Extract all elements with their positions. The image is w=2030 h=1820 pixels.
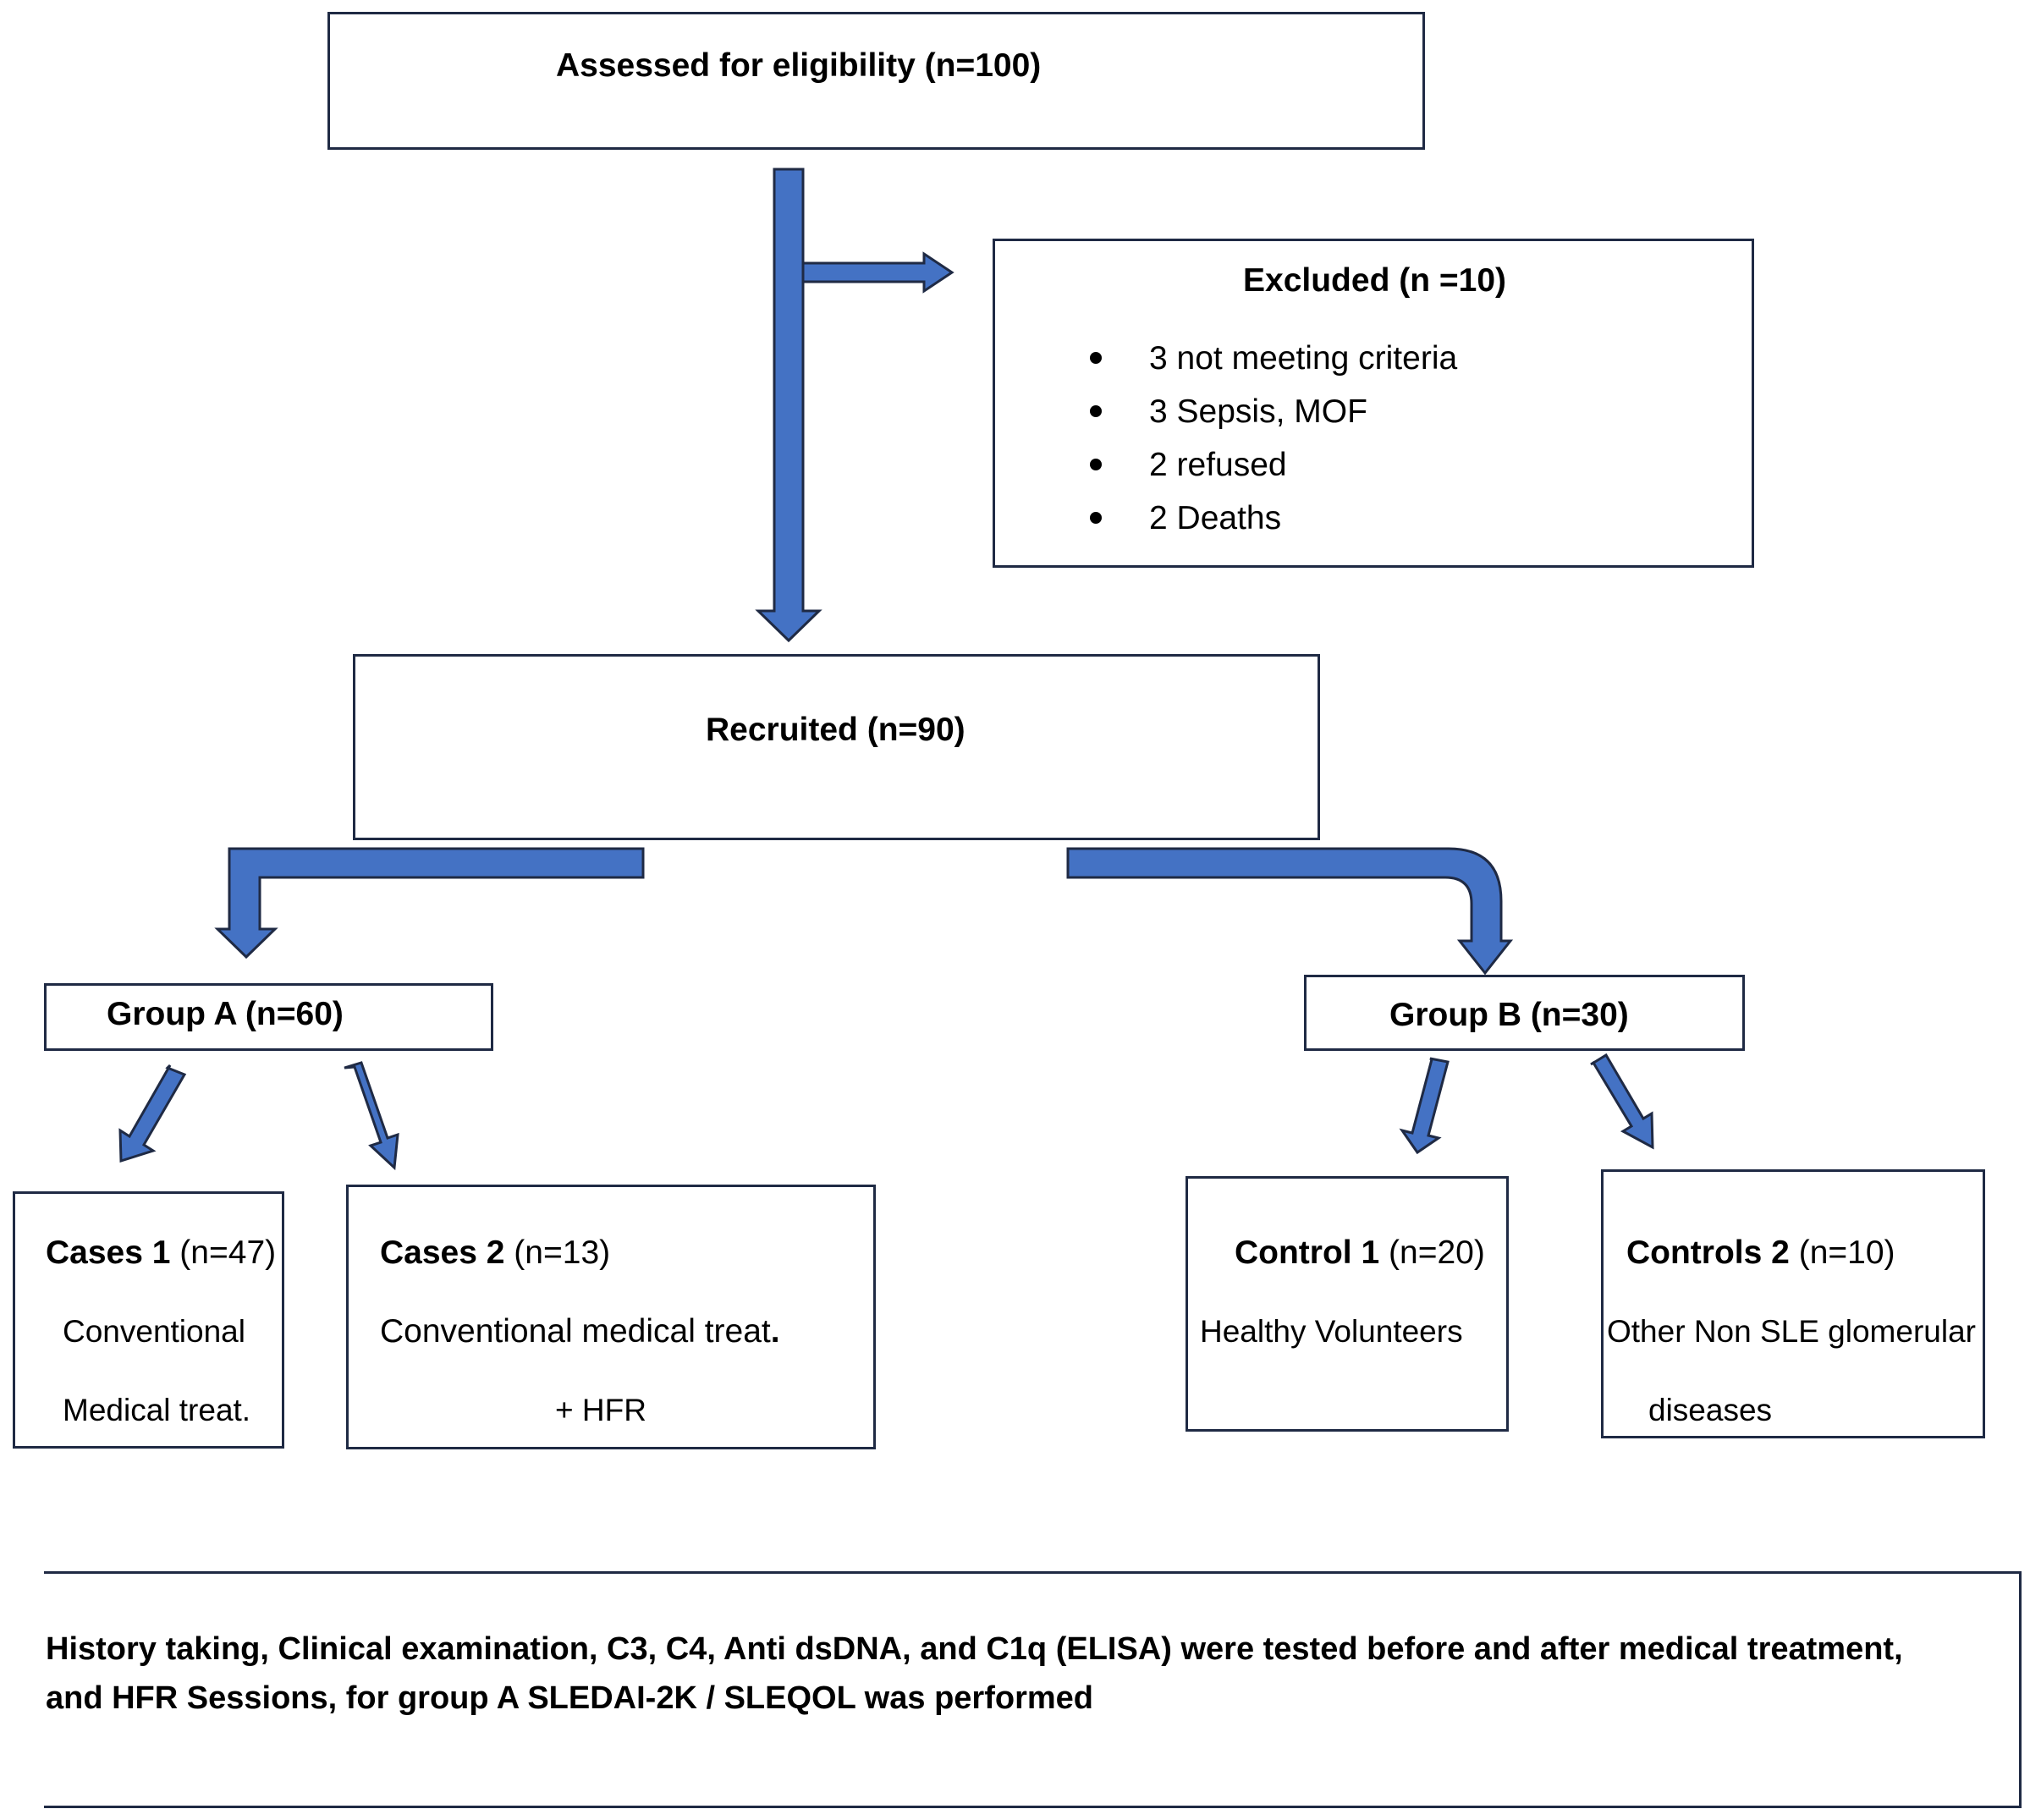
arrow-group-a-to-cases1 — [118, 1064, 187, 1163]
cases2-line2: + HFR — [555, 1393, 646, 1427]
cases2-title: Cases 2 — [380, 1234, 505, 1271]
control1-line1: Healthy Volunteers — [1200, 1314, 1463, 1349]
control1-title: Control 1 — [1235, 1234, 1380, 1271]
cases2-box: Cases 2 (n=13) Conventional medical trea… — [346, 1185, 876, 1449]
cases1-count: (n=47) — [179, 1234, 277, 1271]
cases1-line1: Conventional — [63, 1314, 245, 1349]
cases1-title: Cases 1 — [46, 1234, 171, 1271]
cases2-line1-main: Conventional medical treat — [380, 1313, 771, 1350]
cases2-line1-dot: . — [770, 1313, 780, 1350]
cases2-line1: Conventional medical treat. — [380, 1312, 780, 1351]
cases1-box: Cases 1 (n=47) Conventional Medical trea… — [13, 1191, 284, 1449]
excluded-box: Excluded (n =10) 3 not meeting criteria … — [993, 239, 1754, 568]
procedures-note-box: History taking, Clinical examination, C3… — [44, 1571, 2022, 1808]
control1-count: (n=20) — [1389, 1234, 1485, 1271]
controls2-count: (n=10) — [1798, 1234, 1895, 1271]
assessed-box: Assessed for eligibility (n=100) — [327, 12, 1425, 150]
arrow-group-a-to-cases2 — [344, 1061, 399, 1171]
control1-heading: Control 1 (n=20) — [1235, 1234, 1485, 1273]
assessed-label: Assessed for eligibility (n=100) — [556, 47, 1042, 84]
recruited-label: Recruited (n=90) — [706, 712, 965, 748]
arrow-group-b-to-control1 — [1399, 1057, 1450, 1155]
arrow-assessed-to-recruited — [755, 168, 822, 643]
arrow-to-excluded — [801, 251, 954, 294]
group-a-box: Group A (n=60) — [44, 983, 493, 1051]
excluded-item: 2 refused — [1149, 447, 1287, 483]
excluded-title: Excluded (n =10) — [1243, 262, 1507, 299]
cases1-heading: Cases 1 (n=47) — [46, 1234, 276, 1273]
controls2-title: Controls 2 — [1626, 1234, 1790, 1271]
control1-box: Control 1 (n=20) Healthy Volunteers — [1186, 1176, 1509, 1432]
bullet-icon — [1090, 352, 1102, 364]
procedures-note-line1: History taking, Clinical examination, C3… — [46, 1631, 1903, 1667]
controls2-line1: Other Non SLE glomerular — [1607, 1314, 1976, 1349]
bullet-icon — [1090, 512, 1102, 524]
group-b-label: Group B (n=30) — [1389, 997, 1629, 1033]
group-b-box: Group B (n=30) — [1304, 975, 1745, 1051]
bullet-icon — [1090, 459, 1102, 470]
procedures-note-line2: and HFR Sessions, for group A SLEDAI-2K … — [46, 1680, 1093, 1716]
arrow-recruited-to-group-b — [1066, 847, 1514, 976]
controls2-line2: diseases — [1648, 1393, 1773, 1427]
group-a-label: Group A (n=60) — [107, 996, 344, 1032]
excluded-item: 3 not meeting criteria — [1149, 340, 1458, 377]
bullet-icon — [1090, 405, 1102, 417]
arrow-group-b-to-controls2 — [1590, 1053, 1654, 1150]
controls2-box: Controls 2 (n=10) Other Non SLE glomerul… — [1601, 1169, 1985, 1438]
cases2-heading: Cases 2 (n=13) — [380, 1234, 610, 1273]
recruited-box: Recruited (n=90) — [353, 654, 1320, 840]
cases2-count: (n=13) — [514, 1234, 611, 1271]
cases1-line2: Medical treat. — [63, 1393, 251, 1427]
excluded-item: 3 Sepsis, MOF — [1149, 393, 1367, 430]
controls2-heading: Controls 2 (n=10) — [1626, 1234, 1895, 1273]
arrow-recruited-to-group-a — [214, 847, 645, 959]
excluded-item: 2 Deaths — [1149, 500, 1282, 536]
